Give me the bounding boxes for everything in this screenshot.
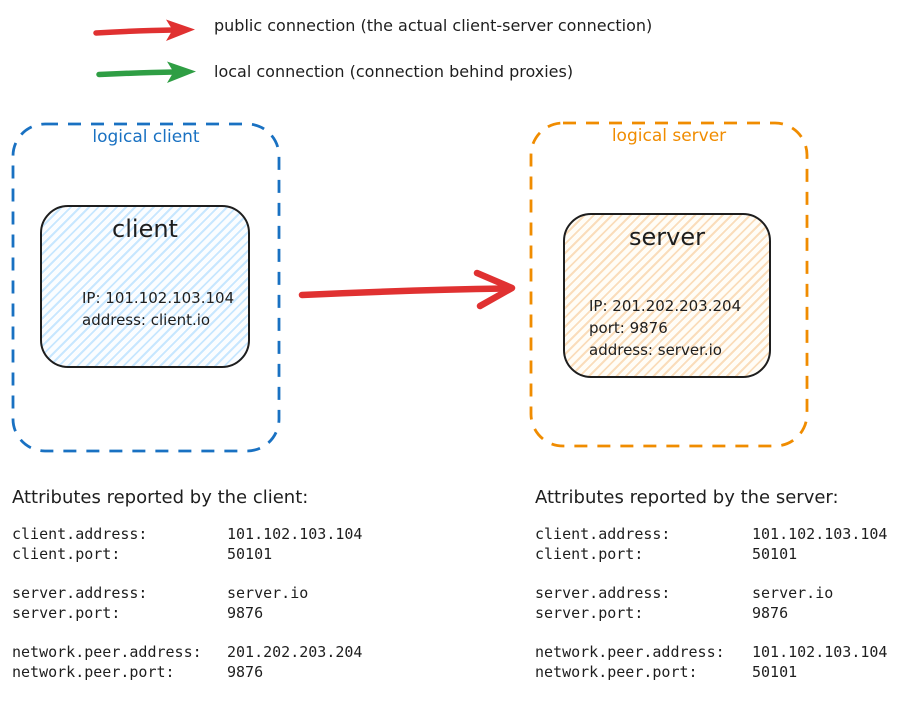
client-attributes-table: client.address: 101.102.103.104 client.p…	[12, 524, 362, 701]
server-attr-group-server: server.address: server.io server.port: 9…	[535, 583, 887, 623]
logical-server-group: logical server server IP: 201.202.203.20…	[529, 121, 809, 448]
client-attr-group-server: server.address: server.io server.port: 9…	[12, 583, 362, 623]
attr-key: network.peer.address:	[12, 643, 202, 661]
attr-row: server.address: server.io	[12, 583, 362, 603]
client-node: client IP: 101.102.103.104 address: clie…	[40, 205, 250, 368]
attr-key: server.port:	[535, 604, 644, 622]
attr-value: 9876	[752, 604, 789, 622]
client-server-connection-arrow	[298, 269, 516, 310]
attr-value: server.io	[752, 584, 834, 602]
attr-value: 101.102.103.104	[752, 643, 888, 661]
attr-key: client.address:	[535, 525, 671, 543]
attr-key: server.port:	[12, 604, 121, 622]
attr-row: server.port: 9876	[535, 603, 887, 623]
logical-client-group: logical client client IP: 101.102.103.10…	[11, 122, 281, 453]
server-node-details: IP: 201.202.203.204 port: 9876 address: …	[589, 295, 741, 361]
attr-key: client.port:	[535, 545, 644, 563]
attr-row: network.peer.address: 201.202.203.204	[12, 642, 362, 662]
server-node-title: server	[629, 223, 705, 251]
client-attr-group-network-peer: network.peer.address: 201.202.203.204 ne…	[12, 642, 362, 682]
server-address-line: address: server.io	[589, 341, 722, 359]
logical-client-dashed-border	[11, 122, 281, 453]
public-connection-arrow-icon	[93, 19, 195, 41]
attr-row: server.port: 9876	[12, 603, 362, 623]
server-attributes-heading: Attributes reported by the server:	[535, 487, 839, 508]
attr-key: client.port:	[12, 545, 121, 563]
logical-server-dashed-border	[529, 121, 809, 448]
attr-value: server.io	[227, 584, 309, 602]
attr-key: network.peer.port:	[12, 663, 175, 681]
attr-row: client.address: 101.102.103.104	[12, 524, 362, 544]
attr-value: 9876	[227, 663, 264, 681]
attr-row: network.peer.port: 50101	[535, 662, 887, 682]
local-connection-arrow-icon	[96, 61, 196, 83]
attr-value: 50101	[227, 545, 273, 563]
client-ip-line: IP: 101.102.103.104	[82, 289, 235, 307]
client-node-details: IP: 101.102.103.104 address: client.io	[82, 287, 234, 331]
client-node-title: client	[112, 215, 178, 243]
logical-client-label: logical client	[92, 127, 200, 147]
server-attr-group-network-peer: network.peer.address: 101.102.103.104 ne…	[535, 642, 887, 682]
attr-key: network.peer.address:	[535, 643, 725, 661]
attr-key: server.address:	[12, 584, 148, 602]
attr-value: 50101	[752, 545, 798, 563]
server-node: server IP: 201.202.203.204 port: 9876 ad…	[563, 213, 771, 378]
attr-row: server.address: server.io	[535, 583, 887, 603]
client-address-line: address: client.io	[82, 311, 211, 329]
attr-value: 50101	[752, 663, 798, 681]
logical-server-label: logical server	[611, 126, 727, 146]
client-attributes-heading: Attributes reported by the client:	[12, 487, 309, 508]
legend-local-connection-label: local connection (connection behind prox…	[214, 62, 574, 81]
attr-row: client.address: 101.102.103.104	[535, 524, 887, 544]
server-attr-group-client: client.address: 101.102.103.104 client.p…	[535, 524, 887, 564]
attr-key: network.peer.port:	[535, 663, 698, 681]
server-attributes-table: client.address: 101.102.103.104 client.p…	[535, 524, 887, 701]
server-port-line: port: 9876	[589, 319, 668, 337]
attr-key: server.address:	[535, 584, 671, 602]
attr-row: client.port: 50101	[535, 544, 887, 564]
attr-key: client.address:	[12, 525, 148, 543]
client-attr-group-client: client.address: 101.102.103.104 client.p…	[12, 524, 362, 564]
attr-row: network.peer.address: 101.102.103.104	[535, 642, 887, 662]
server-ip-line: IP: 201.202.203.204	[589, 297, 742, 315]
attr-value: 9876	[227, 604, 264, 622]
attr-value: 101.102.103.104	[227, 525, 363, 543]
attr-value: 201.202.203.204	[227, 643, 363, 661]
attr-row: client.port: 50101	[12, 544, 362, 564]
attr-value: 101.102.103.104	[752, 525, 888, 543]
attr-row: network.peer.port: 9876	[12, 662, 362, 682]
legend-public-connection-label: public connection (the actual client-ser…	[214, 16, 653, 35]
